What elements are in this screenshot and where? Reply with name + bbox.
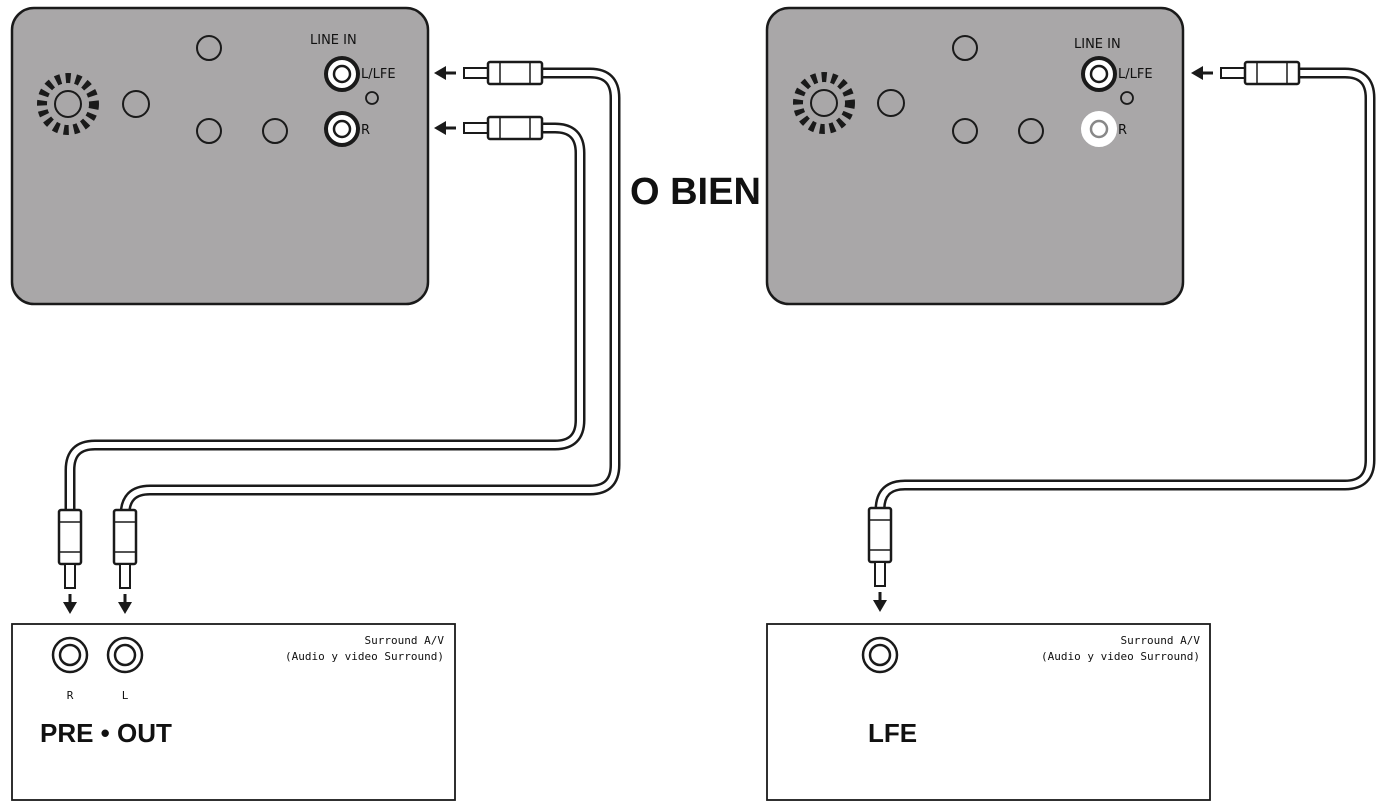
- receiver-title: Surround A/V: [365, 634, 445, 647]
- jack-r-label: R: [361, 123, 370, 138]
- output-jack-l-label: L: [122, 689, 129, 702]
- left-receiver-panel: Surround A/V (Audio y video Surround) R …: [11, 623, 456, 801]
- knob-icon: [1018, 118, 1044, 144]
- arrow-left-icon: [1191, 66, 1213, 80]
- rca-plug-icon: [112, 508, 138, 589]
- rca-jack-r-unused-icon: [1081, 111, 1117, 147]
- right-receiver-panel: Surround A/V (Audio y video Surround) LF…: [766, 623, 1211, 801]
- line-in-label: LINE IN: [310, 33, 357, 48]
- jack-r-label: R: [1118, 123, 1127, 138]
- volume-dial-icon: [37, 73, 99, 135]
- led-indicator-icon: [365, 91, 379, 105]
- rca-output-jack-lfe-icon: [861, 636, 899, 674]
- receiver-title: Surround A/V: [1121, 634, 1201, 647]
- arrow-down-icon: [118, 594, 132, 614]
- rca-jack-l-lfe-icon: [1081, 56, 1117, 92]
- receiver-subtitle: (Audio y video Surround): [285, 650, 444, 663]
- rca-jack-r-icon: [324, 111, 360, 147]
- rca-plug-icon: [463, 60, 544, 86]
- knob-icon: [877, 89, 905, 117]
- rca-cable-r: [64, 122, 586, 515]
- knob-icon: [262, 118, 288, 144]
- right-subwoofer-panel: LINE IN L/LFE R: [765, 6, 1185, 306]
- rca-plug-icon: [57, 508, 83, 589]
- knob-icon: [196, 35, 222, 61]
- rca-cable-lfe: [874, 67, 1376, 511]
- separator-label: O BIEN: [630, 171, 761, 213]
- arrow-left-icon: [434, 121, 456, 135]
- rca-plug-icon: [867, 506, 893, 587]
- output-jack-r-label: R: [67, 689, 74, 702]
- volume-dial-icon: [793, 72, 855, 134]
- knob-icon: [952, 35, 978, 61]
- knob-icon: [122, 90, 150, 118]
- line-in-label: LINE IN: [1074, 37, 1121, 52]
- receiver-subtitle: (Audio y video Surround): [1041, 650, 1200, 663]
- rca-cable-l: [119, 67, 621, 516]
- led-indicator-icon: [1120, 91, 1134, 105]
- arrow-left-icon: [434, 66, 456, 80]
- arrow-down-icon: [63, 594, 77, 614]
- rca-output-jack-r-icon: [51, 636, 89, 674]
- rca-jack-l-lfe-icon: [324, 56, 360, 92]
- jack-l-lfe-label: L/LFE: [361, 67, 396, 82]
- output-label: LFE: [868, 718, 917, 748]
- rca-plug-icon: [463, 115, 544, 141]
- knob-icon: [196, 118, 222, 144]
- knob-icon: [952, 118, 978, 144]
- jack-l-lfe-label: L/LFE: [1118, 67, 1153, 82]
- output-label: PRE • OUT: [40, 718, 172, 748]
- left-subwoofer-panel: LINE IN L/LFE R: [10, 6, 430, 306]
- arrow-down-icon: [873, 592, 887, 612]
- rca-plug-icon: [1220, 60, 1301, 86]
- rca-output-jack-l-icon: [106, 636, 144, 674]
